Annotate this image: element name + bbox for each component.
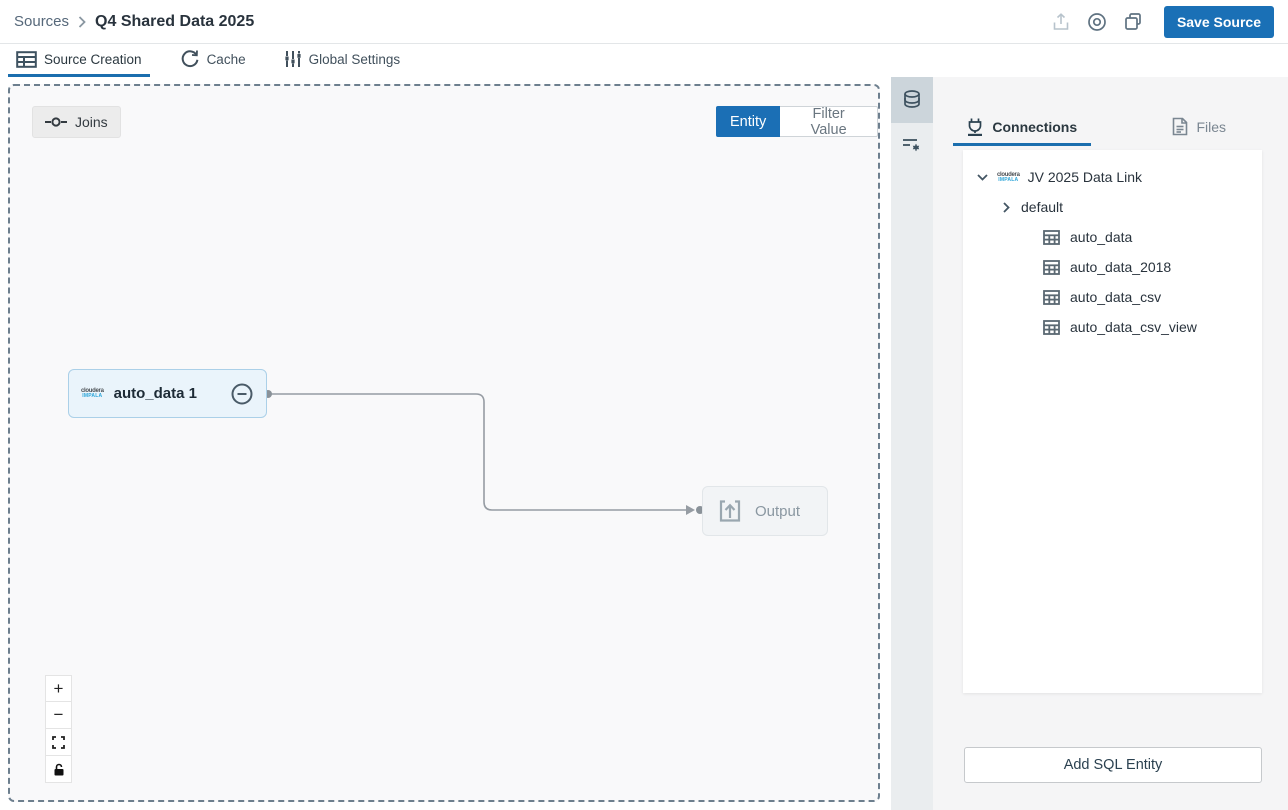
zoom-controls: + − xyxy=(45,675,72,783)
tree-item-connection[interactable]: cloudera IMPALA JV 2025 Data Link xyxy=(963,162,1262,192)
zoom-in-button[interactable]: + xyxy=(45,675,72,702)
tab-global-settings[interactable]: Global Settings xyxy=(276,44,409,77)
logo-text: cloudera xyxy=(81,388,104,394)
table-icon xyxy=(1043,289,1060,305)
plug-icon xyxy=(966,117,984,136)
logo-text: IMPALA xyxy=(998,176,1019,183)
source-canvas[interactable]: Joins Entity Filter Value cloudera IMPAL… xyxy=(8,84,880,802)
copy-icon[interactable] xyxy=(1122,11,1144,33)
tab-label: Global Settings xyxy=(308,51,401,67)
tab-label: Files xyxy=(1196,118,1227,135)
table-label: auto_data_csv_view xyxy=(1070,319,1197,335)
output-node[interactable]: Output xyxy=(702,486,828,536)
table-icon xyxy=(16,50,37,68)
panel-tabs: Connections Files xyxy=(933,110,1288,146)
filter-value-toggle-button[interactable]: Filter Value xyxy=(780,106,878,138)
connection-line xyxy=(264,390,704,515)
lock-button[interactable] xyxy=(45,756,72,783)
tab-label: Cache xyxy=(206,51,246,67)
tab-connections[interactable]: Connections xyxy=(953,110,1091,146)
tab-label: Connections xyxy=(992,118,1078,135)
fit-view-button[interactable] xyxy=(45,729,72,756)
database-label: default xyxy=(1021,199,1064,215)
refresh-icon xyxy=(180,49,200,69)
logo-text: IMPALA xyxy=(82,393,103,399)
tab-source-creation[interactable]: Source Creation xyxy=(8,44,150,77)
list-settings-tool-icon[interactable] xyxy=(891,123,933,169)
preview-eye-icon[interactable] xyxy=(1086,11,1108,33)
table-icon xyxy=(1043,319,1060,335)
connections-tree: cloudera IMPALA JV 2025 Data Link defaul… xyxy=(963,150,1262,693)
joins-label: Joins xyxy=(75,114,108,130)
join-icon xyxy=(45,116,67,128)
table-label: auto_data_csv xyxy=(1070,289,1162,305)
side-tool-strip xyxy=(891,77,933,810)
table-icon xyxy=(1043,259,1060,275)
entity-filter-toggle: Entity Filter Value xyxy=(716,106,878,138)
table-icon xyxy=(1043,229,1060,245)
entity-node-label: auto_data 1 xyxy=(113,385,197,402)
output-node-label: Output xyxy=(755,502,801,520)
tab-bar: Source Creation Cache Global Settings xyxy=(0,44,1288,77)
save-source-button[interactable]: Save Source xyxy=(1163,5,1274,38)
data-panel: Connections Files cloudera IM xyxy=(933,77,1288,810)
entity-toggle-button[interactable]: Entity xyxy=(716,106,781,137)
file-icon xyxy=(1172,117,1188,136)
breadcrumb-chevron-icon xyxy=(78,15,86,28)
page-title: Q4 Shared Data 2025 xyxy=(95,12,255,30)
export-icon[interactable] xyxy=(1050,11,1072,33)
impala-logo: cloudera IMPALA xyxy=(81,388,104,399)
tab-cache[interactable]: Cache xyxy=(172,44,254,77)
entity-node-auto-data-1[interactable]: cloudera IMPALA auto_data 1 xyxy=(68,369,267,418)
data-connections-tool-icon[interactable] xyxy=(891,77,933,123)
add-sql-entity-button[interactable]: Add SQL Entity xyxy=(964,747,1262,783)
connection-label: JV 2025 Data Link xyxy=(1027,169,1143,185)
table-label: auto_data_2018 xyxy=(1070,259,1172,275)
table-label: auto_data xyxy=(1070,229,1133,245)
tab-label: Source Creation xyxy=(44,51,142,67)
impala-logo: cloudera IMPALA xyxy=(997,172,1020,183)
sliders-icon xyxy=(284,50,302,68)
breadcrumb-sources-link[interactable]: Sources xyxy=(14,13,70,30)
header: Sources Q4 Shared Data 2025 Save Sourc xyxy=(0,0,1288,44)
tree-item-table[interactable]: auto_data xyxy=(963,222,1262,252)
tree-item-database[interactable]: default xyxy=(963,192,1262,222)
chevron-right-icon[interactable] xyxy=(999,201,1013,213)
logo-text: cloudera xyxy=(997,171,1020,178)
remove-entity-icon[interactable] xyxy=(230,382,254,406)
chevron-down-icon[interactable] xyxy=(975,173,989,181)
tree-item-table[interactable]: auto_data_2018 xyxy=(963,252,1262,282)
tree-item-table[interactable]: auto_data_csv xyxy=(963,282,1262,312)
joins-button[interactable]: Joins xyxy=(32,106,121,138)
header-actions: Save Source xyxy=(1050,5,1274,38)
tab-files[interactable]: Files xyxy=(1131,110,1269,146)
zoom-out-button[interactable]: − xyxy=(45,702,72,729)
output-icon xyxy=(717,498,743,524)
tree-item-table[interactable]: auto_data_csv_view xyxy=(963,312,1262,342)
